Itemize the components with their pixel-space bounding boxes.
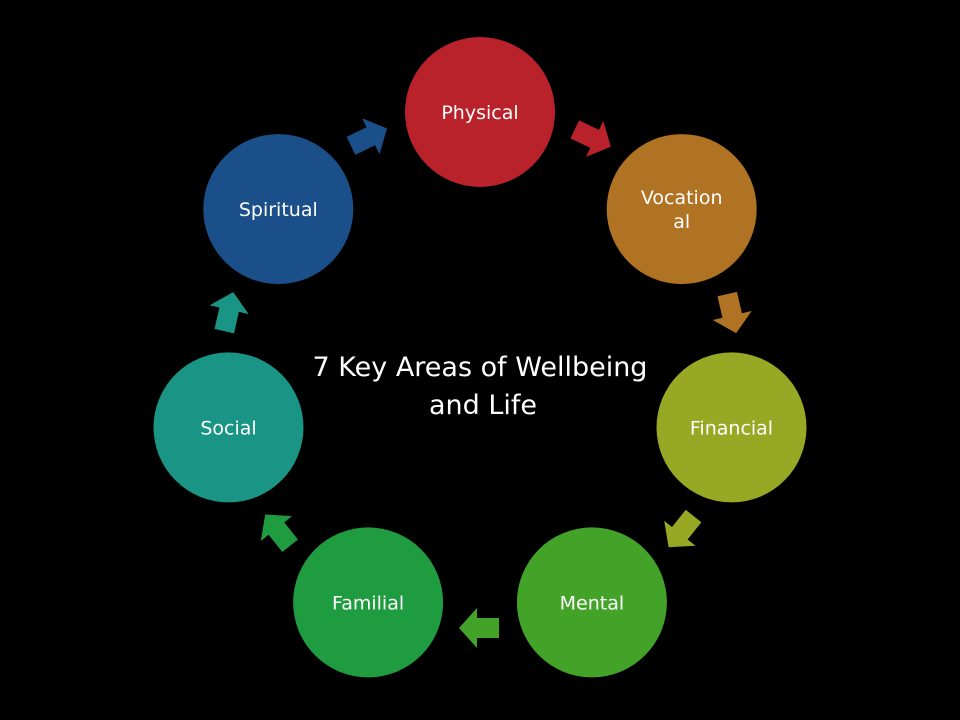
node-circle-physical [405,37,555,187]
node-label-mental: Mental [560,592,625,614]
arrow-mental-to-familial [459,608,499,648]
diagram-title-line-1: 7 Key Areas of Wellbeing [313,352,648,383]
node-label-vocational: Vocation [641,187,723,209]
node-mental: Mental [516,527,667,678]
arrow-physical-to-vocational [570,120,611,157]
node-social: Social [153,352,304,503]
node-circle-mental [516,527,667,678]
node-label-spiritual: Spiritual [239,199,318,221]
diagram-title-line-2: and Life [429,390,537,421]
node-label-vocational: al [673,211,690,233]
node-label-financial: Financial [690,417,773,439]
node-circle-social [153,352,304,503]
arrow-spiritual-to-physical [346,118,388,155]
node-familial: Familial [293,527,444,678]
node-circle-vocational [606,134,757,285]
node-label-social: Social [200,417,256,439]
node-circle-spiritual [203,134,354,285]
arrow-vocational-to-financial [712,291,752,334]
node-circle-financial [656,352,807,503]
node-spiritual: Spiritual [203,134,354,285]
node-physical: Physical [405,37,555,187]
arrow-social-to-spiritual [209,292,249,334]
arrow-familial-to-social [260,514,298,552]
node-label-familial: Familial [332,592,404,614]
node-label-physical: Physical [441,102,518,124]
node-circle-familial [293,527,444,678]
node-financial: Financial [656,352,807,503]
arrow-financial-to-mental [664,509,702,548]
